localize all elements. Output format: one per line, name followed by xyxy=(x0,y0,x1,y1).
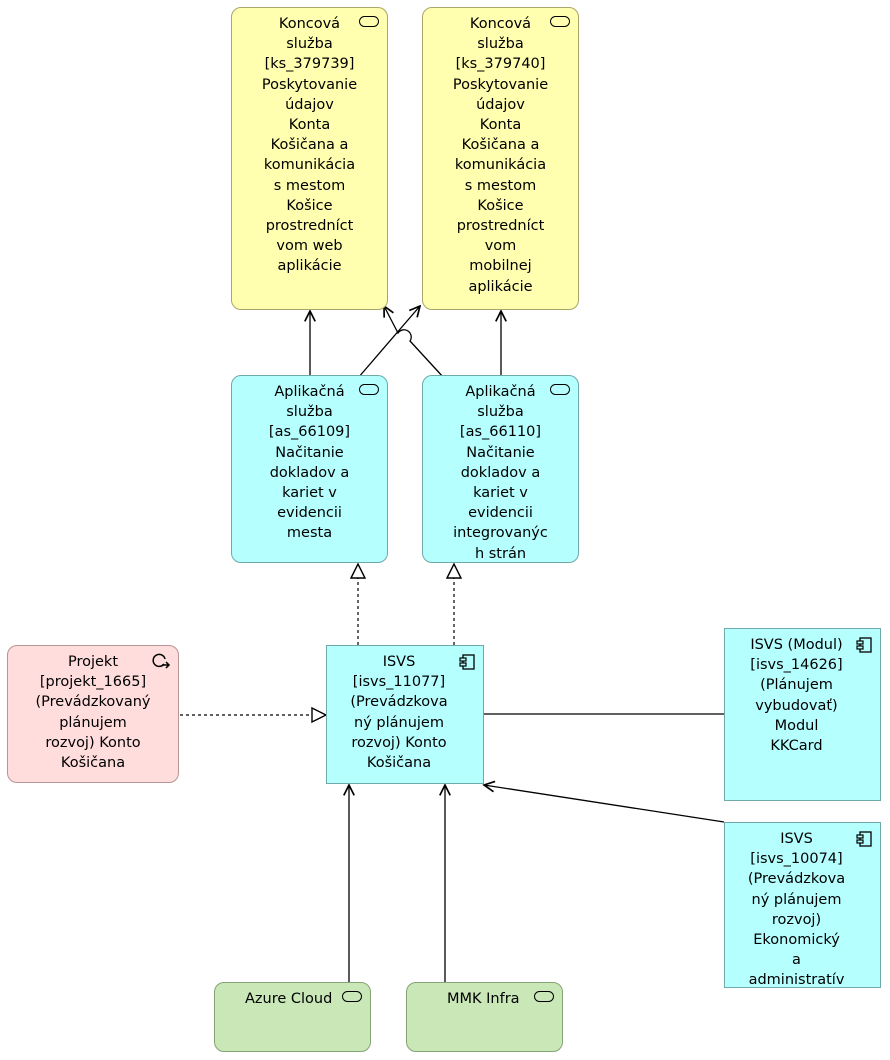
node-label: MMK Infra xyxy=(447,991,520,1007)
node-isvs-14626[interactable]: ISVS (Modul) [isvs_14626] (Plánujem vybu… xyxy=(724,628,881,801)
node-label: Koncová služba [ks_379739] Poskytovanie … xyxy=(261,16,358,275)
service-icon xyxy=(534,991,554,1002)
node-ks-379740[interactable]: Koncová služba [ks_379740] Poskytovanie … xyxy=(422,7,579,310)
node-label: ISVS (Modul) [isvs_14626] (Plánujem vybu… xyxy=(750,637,843,755)
node-label: ISVS [isvs_11077] (Prevádzkova ný plánuj… xyxy=(350,654,448,772)
node-as-66109[interactable]: Aplikačná služba [as_66109] Načitanie do… xyxy=(231,375,388,563)
component-icon xyxy=(459,654,475,670)
component-icon xyxy=(856,831,872,847)
node-isvs-11077[interactable]: ISVS [isvs_11077] (Prevádzkova ný plánuj… xyxy=(326,645,484,784)
node-mmk-infra[interactable]: MMK Infra xyxy=(406,982,563,1052)
node-isvs-10074[interactable]: ISVS [isvs_10074] (Prevádzkova ný plánuj… xyxy=(724,822,881,988)
node-label: Azure Cloud xyxy=(245,991,333,1007)
node-ks-379739[interactable]: Koncová služba [ks_379739] Poskytovanie … xyxy=(231,7,388,310)
node-label: Koncová služba [ks_379740] Poskytovanie … xyxy=(452,16,549,295)
node-label: Aplikačná služba [as_66110] Načitanie do… xyxy=(453,384,548,562)
service-icon xyxy=(359,16,379,27)
node-label: ISVS [isvs_10074] (Prevádzkova ný plánuj… xyxy=(747,831,846,989)
edge-isvs10074-to-isvs11077 xyxy=(484,785,725,823)
node-projekt-1665[interactable]: Projekt [projekt_1665] (Prevádzkovaný pl… xyxy=(7,645,179,783)
component-icon xyxy=(856,637,872,653)
service-icon xyxy=(550,384,570,395)
node-label: Projekt [projekt_1665] (Prevádzkovaný pl… xyxy=(35,654,151,772)
edge-as66110-to-ks379739 xyxy=(384,306,445,379)
work-package-icon xyxy=(152,653,171,669)
edge-as66109-to-ks379740 xyxy=(357,306,420,379)
node-azure-cloud[interactable]: Azure Cloud xyxy=(214,982,371,1052)
service-icon xyxy=(359,384,379,395)
service-icon xyxy=(342,991,362,1002)
service-icon xyxy=(550,16,570,27)
node-as-66110[interactable]: Aplikačná služba [as_66110] Načitanie do… xyxy=(422,375,579,563)
node-label: Aplikačná služba [as_66109] Načitanie do… xyxy=(268,384,351,542)
